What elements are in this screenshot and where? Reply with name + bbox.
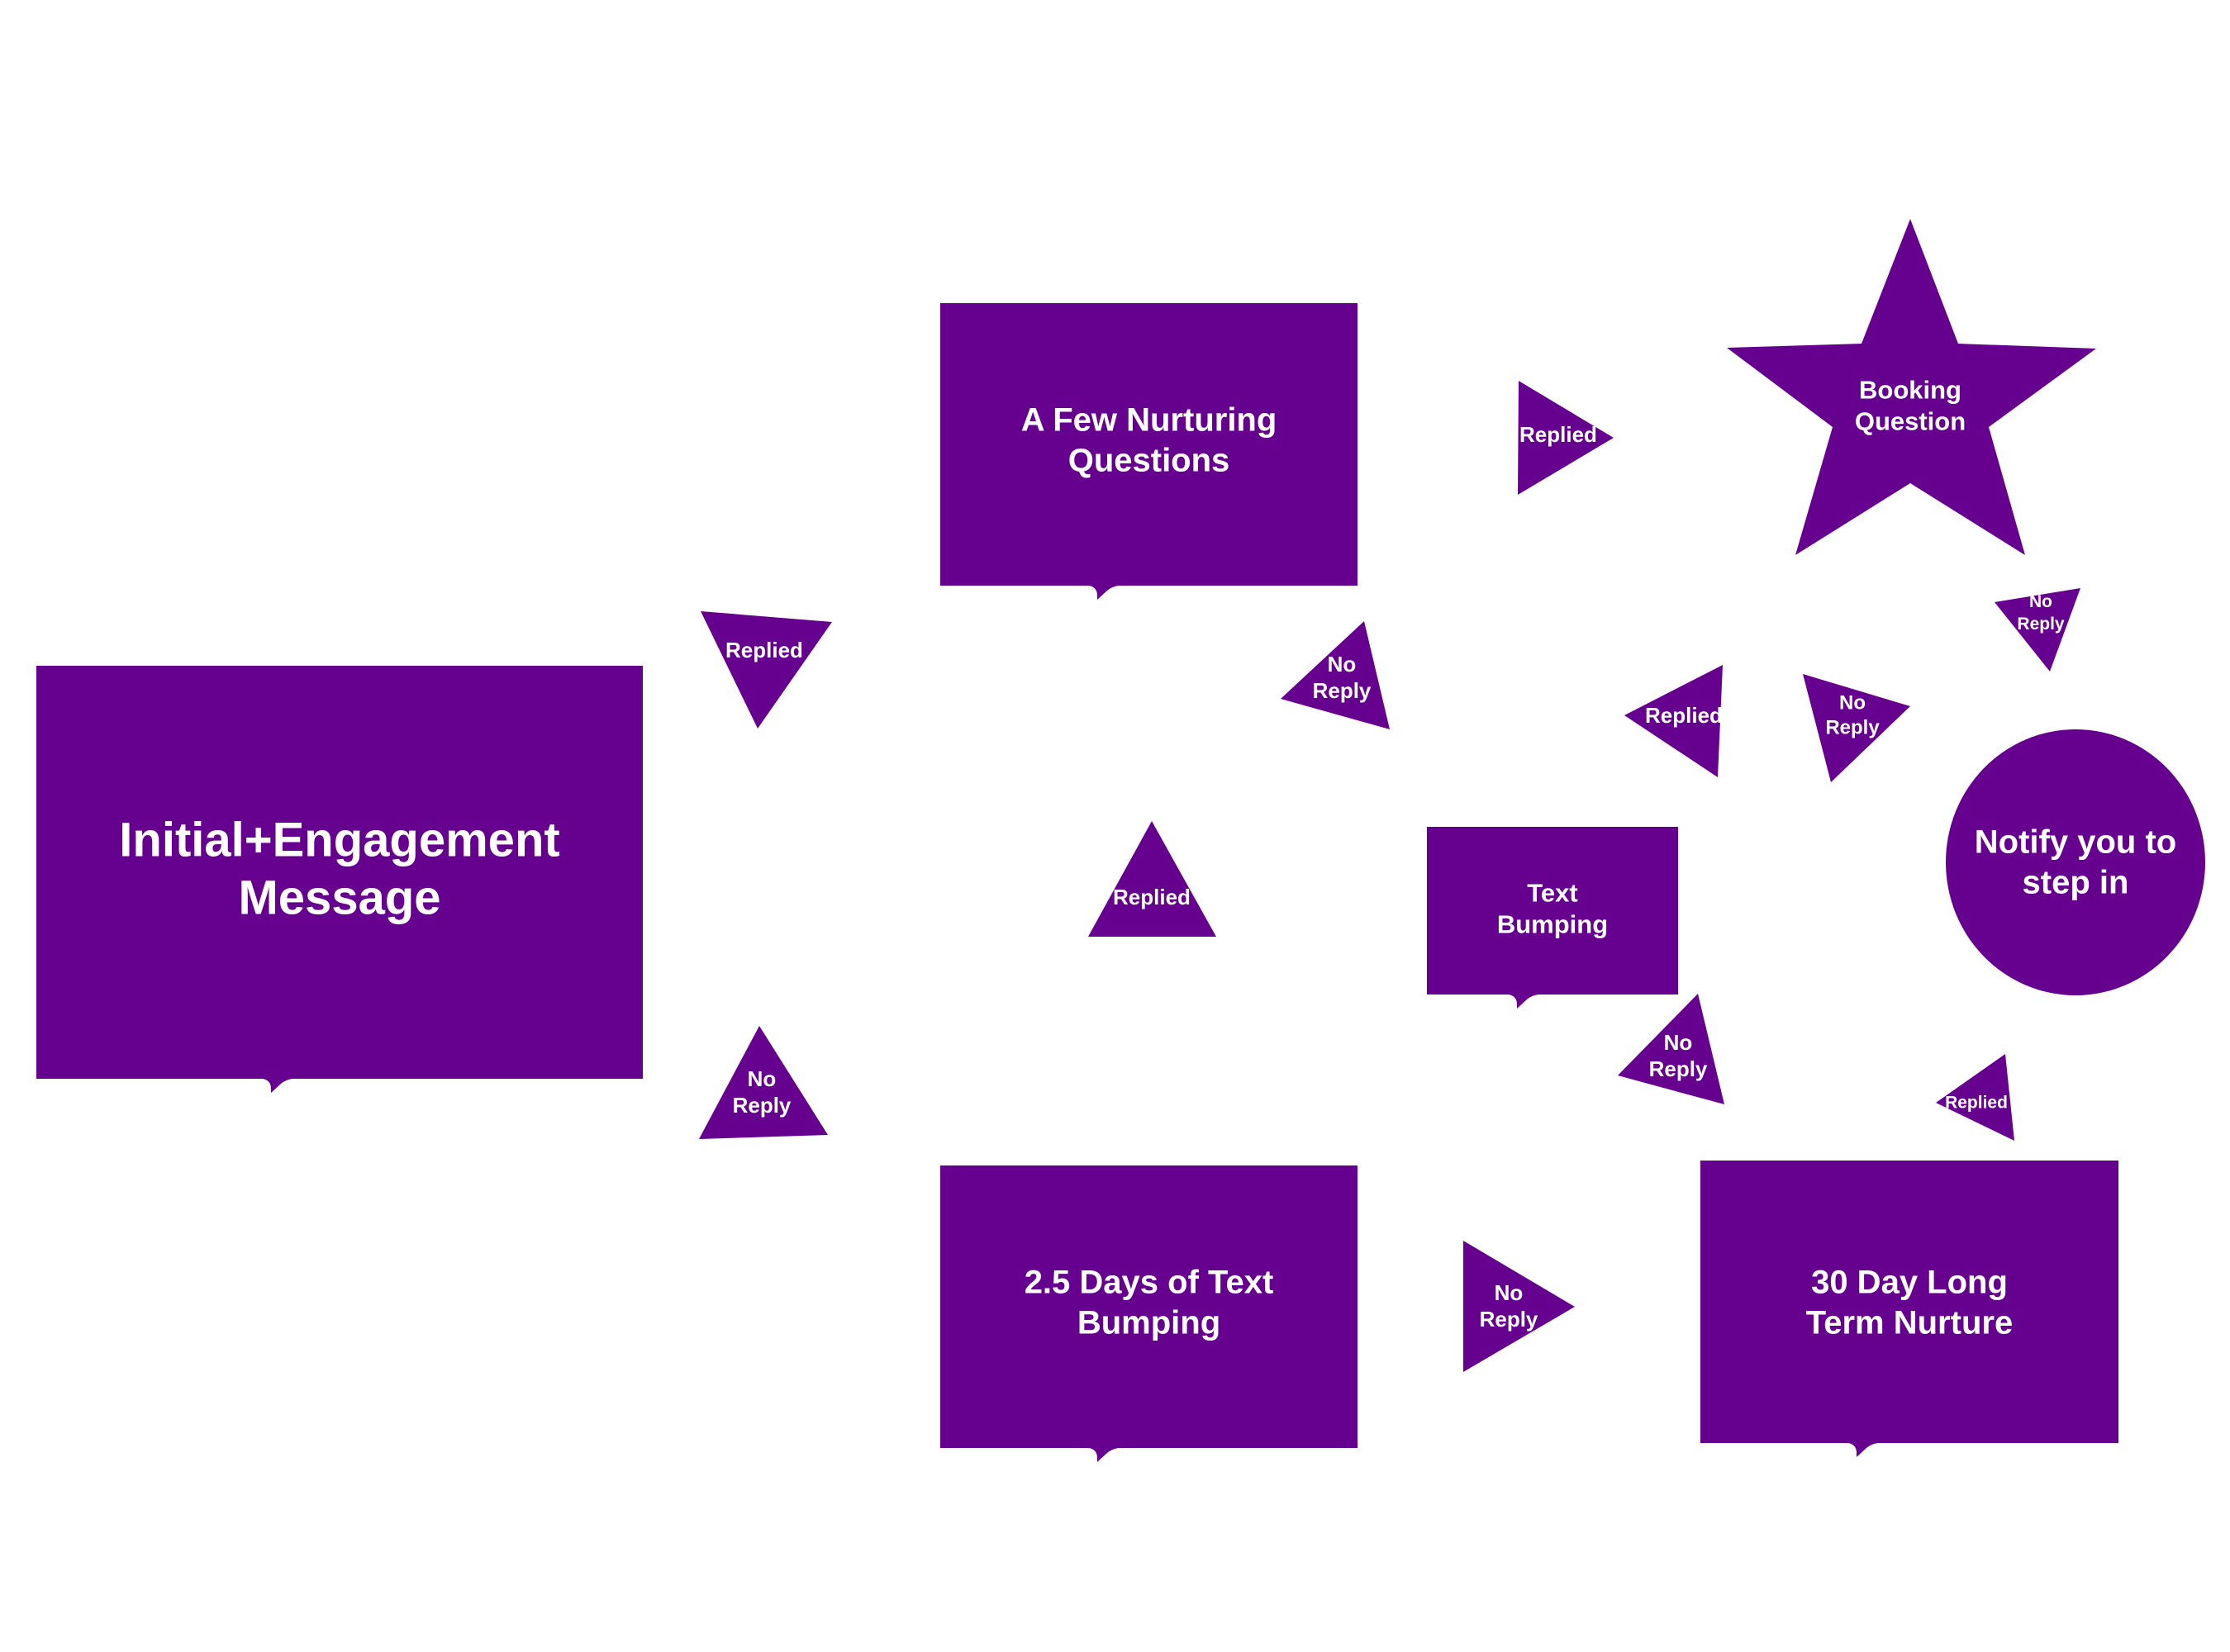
node-nurturing-label-line-2: Questions: [1068, 443, 1230, 479]
connector-e1-label-line-1: Replied: [725, 638, 803, 662]
node-initial-label-line-1: Initial+Engagement: [119, 814, 559, 867]
node-booking-label-line-2: Question: [1855, 407, 1966, 436]
connector-triangle-text-bumping-to-booking[interactable]: [1624, 665, 1723, 777]
connector-triangle-initial-to-days-bumping[interactable]: [699, 1026, 828, 1139]
connector-triangle-booking-to-notify[interactable]: [1995, 588, 2080, 672]
connector-triangle-text-bumping-to-long-term[interactable]: [1618, 994, 1724, 1104]
connector-e5-label-line-1: Replied: [1519, 422, 1597, 447]
node-notify-label-line-1: Notify you to: [1975, 824, 2176, 861]
connector-e7-label-line-2: Reply: [1825, 717, 1880, 739]
node-days-bumping-label-line-1: 2.5 Days of Text: [1025, 1265, 1274, 1301]
node-notify[interactable]: [1946, 729, 2205, 995]
connector-e7-label-line-1: No: [1839, 692, 1866, 714]
connector-e11-label-line-2: Reply: [1480, 1307, 1538, 1332]
node-days-bumping-label-line-2: Bumping: [1077, 1305, 1220, 1341]
node-nurturing-label-line-1: A Few Nurturing: [1021, 402, 1277, 439]
connector-triangle-days-bumping-to-nurturing[interactable]: [1088, 821, 1216, 937]
connector-e9-label-line-1: No: [1664, 1030, 1693, 1055]
node-text-bumping-label-line-1: Text: [1527, 879, 1577, 908]
node-booking[interactable]: [1727, 219, 2096, 555]
connector-triangle-nurturing-to-booking[interactable]: [1518, 381, 1614, 495]
node-long-term-label-line-1: 30 Day Long: [1811, 1265, 2008, 1301]
connector-triangle-days-bumping-to-long-term[interactable]: [1463, 1241, 1575, 1372]
connector-e8-label-line-2: Reply: [2017, 615, 2065, 634]
node-booking-label-line-1: Booking: [1859, 376, 1961, 405]
connector-triangle-long-term-to-notify[interactable]: [1936, 1054, 2014, 1141]
node-long-term[interactable]: [1700, 1161, 2118, 1457]
connector-triangle-initial-to-nurturing[interactable]: [701, 611, 832, 729]
node-initial[interactable]: [36, 666, 643, 1093]
connector-e4-label-line-1: No: [1328, 652, 1357, 676]
connector-e11-label-line-1: No: [1495, 1280, 1524, 1305]
shapes-layer: [36, 219, 2205, 1462]
node-text-bumping[interactable]: [1427, 827, 1678, 1009]
connector-e2-label-line-1: No: [748, 1066, 777, 1091]
node-nurturing[interactable]: [940, 303, 1357, 600]
connector-e2-label-line-2: Reply: [733, 1093, 792, 1118]
node-long-term-label-line-2: Term Nurture: [1806, 1305, 2013, 1341]
connector-triangle-nurturing-to-text-bumping[interactable]: [1281, 621, 1390, 729]
node-text-bumping-label-line-2: Bumping: [1497, 910, 1608, 939]
node-days-bumping[interactable]: [940, 1165, 1357, 1462]
connector-e9-label-line-2: Reply: [1649, 1056, 1708, 1081]
connector-e10-label-line-1: Replied: [1945, 1094, 2008, 1113]
node-initial-label-line-2: Message: [238, 871, 440, 925]
connector-triangle-booking-to-text-bumping[interactable]: [1803, 674, 1910, 782]
node-notify-label-line-2: step in: [2023, 865, 2129, 901]
connector-e4-label-line-2: Reply: [1313, 678, 1372, 703]
connector-e6-label-line-1: Replied: [1645, 703, 1723, 728]
connector-e8-label-line-1: No: [2029, 592, 2052, 611]
connector-e3-label-line-1: Replied: [1113, 885, 1191, 909]
